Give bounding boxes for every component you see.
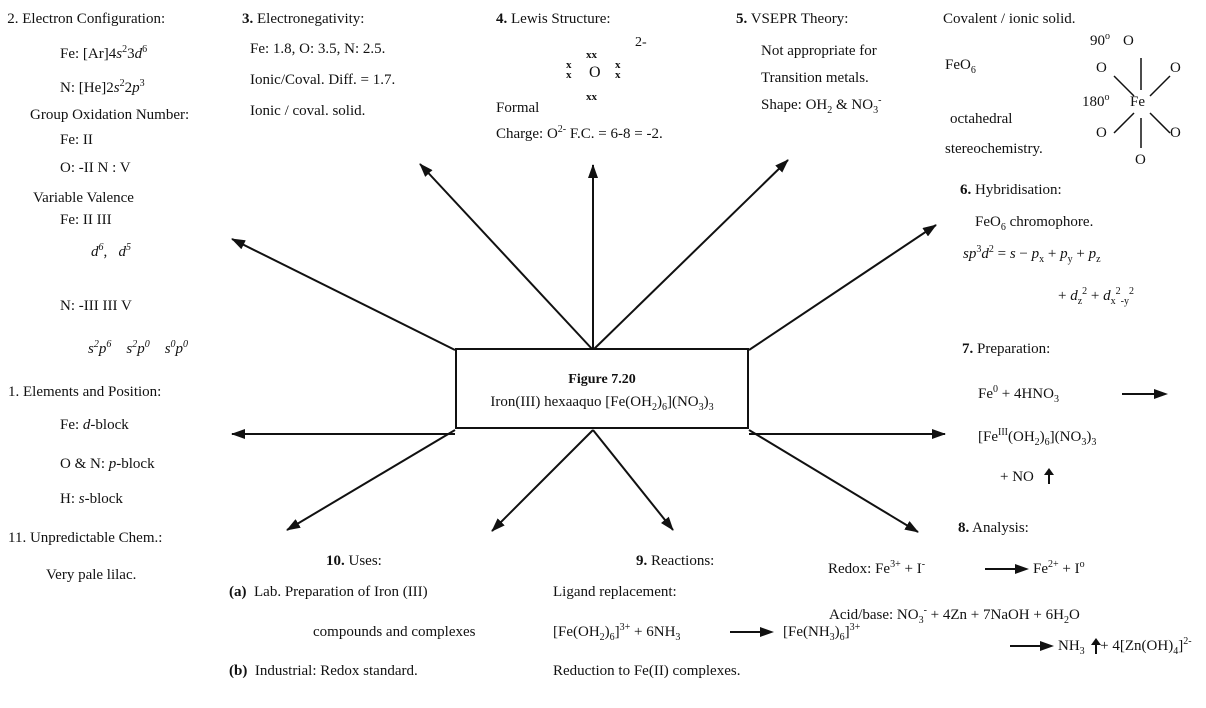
s7-arrow bbox=[1122, 389, 1168, 399]
s10-a: (a) Lab. Preparation of Iron (III) bbox=[229, 584, 428, 600]
s9-arrow bbox=[730, 627, 774, 637]
s2-fe-ox: Fe: II bbox=[60, 132, 93, 148]
arrow-to-6 bbox=[748, 224, 937, 351]
s4-formal-charge: Charge: O2- F.C. = 6-8 = -2. bbox=[496, 124, 663, 143]
octahedral-structure bbox=[1113, 58, 1171, 148]
s4-heading: 4. Lewis Structure: bbox=[496, 11, 611, 27]
s8-arrow2 bbox=[1010, 641, 1054, 651]
oct-fe: Fe bbox=[1130, 94, 1145, 110]
arrow-to-9 bbox=[592, 429, 674, 531]
s6-hybrid-eq: sp3d2 = s − px + py + pz bbox=[963, 244, 1101, 265]
s5-heading: 5. VSEPR Theory: bbox=[736, 11, 849, 27]
s9-heading: 9. Reactions: bbox=[636, 553, 715, 569]
oct-o-top: O bbox=[1123, 33, 1134, 49]
s2-fe-config: Fe: [Ar]4s23d6 bbox=[60, 44, 148, 63]
s7-product: [FeIII(OH2)6](NO3)3 bbox=[978, 427, 1097, 448]
s2-d-config: d6, d5 bbox=[91, 242, 131, 261]
arrow-to-10 bbox=[491, 429, 594, 532]
s9-ligand: Ligand replacement: bbox=[553, 584, 677, 600]
s7-reactants: Fe0 + 4HNO3 bbox=[978, 384, 1059, 405]
s1-h: H: s-block bbox=[60, 491, 123, 507]
arrow-to-3 bbox=[419, 163, 594, 351]
s4-oxygen: O bbox=[589, 64, 601, 81]
s2-group-ox: Group Oxidation Number: bbox=[30, 107, 190, 123]
s2-on-ox: O: -II N : V bbox=[60, 160, 131, 176]
solid-octahedral: octahedral bbox=[950, 111, 1013, 127]
s6-hybrid-eq2: + dz2 + dx2-y2 bbox=[1058, 286, 1134, 307]
s4-charge: 2- bbox=[635, 35, 647, 50]
s2-fe-val: Fe: II III bbox=[60, 212, 112, 228]
angle-180: 180o bbox=[1082, 92, 1110, 111]
gas-arrow-icon-2 bbox=[1091, 638, 1101, 654]
s2-heading: 2.2. Electron Configuration: bbox=[7, 11, 166, 27]
s6-heading: 6. Hybridisation: bbox=[960, 182, 1062, 198]
arrow-to-2 bbox=[231, 238, 456, 351]
figure-title: Figure 7.20 bbox=[568, 372, 636, 387]
s8-redox-products: Fe2+ + Io bbox=[1033, 559, 1085, 578]
s8-acid-products: NH3 + 4[Zn(OH)4]2- bbox=[1058, 636, 1192, 657]
s7-heading: 7. Preparation: bbox=[962, 341, 1051, 357]
s2-n-val: N: -III III V bbox=[60, 298, 132, 314]
s9-reaction-right: [Fe(NH3)6]3+ bbox=[783, 622, 861, 643]
s7-no: + NO bbox=[1000, 469, 1034, 485]
s9-reaction-left: [Fe(OH2)6]3+ + 6NH3 bbox=[553, 622, 681, 643]
arrow-to-5 bbox=[592, 159, 789, 351]
s8-arrow bbox=[985, 564, 1029, 574]
s8-heading: 8. Analysis: bbox=[958, 520, 1029, 536]
s10-b: (b) Industrial: Redox standard. bbox=[229, 663, 418, 679]
solid-line1: Covalent / ionic solid. bbox=[943, 11, 1076, 27]
s5-shape: Shape: OH2 & NO3- bbox=[761, 95, 882, 116]
figure-box: Figure 7.20 Iron(III) hexaaquo [Fe(OH2)6… bbox=[455, 348, 749, 429]
s3-line2: Ionic/Coval. Diff. = 1.7. bbox=[250, 72, 396, 88]
s3-line1: Fe: 1.8, O: 3.5, N: 2.5. bbox=[250, 41, 386, 57]
s8-acid: Acid/base: NO3- + 4Zn + 7NaOH + 6H2O bbox=[829, 605, 1080, 626]
s10-a2: compounds and complexes bbox=[313, 624, 476, 640]
s1-fe: Fe: d-block bbox=[60, 417, 129, 433]
s5-line1: Not appropriate for bbox=[761, 43, 877, 59]
figure-subtitle: Iron(III) hexaaquo [Fe(OH2)6](NO3)3 bbox=[490, 394, 714, 413]
s8-redox: Redox: Fe3+ + I- bbox=[828, 559, 926, 578]
oct-o-downright: O bbox=[1170, 125, 1181, 141]
s4-dots-bottom: xx bbox=[586, 91, 597, 103]
s11-heading: 11. Unpredictable Chem.: bbox=[8, 530, 163, 546]
gas-arrow-icon bbox=[1044, 468, 1054, 484]
s2-sp-configs: s2p6 s2p0 s0p0 bbox=[88, 339, 189, 358]
oct-o-bottom: O bbox=[1135, 152, 1146, 168]
s3-line3: Ionic / coval. solid. bbox=[250, 103, 366, 119]
s10-heading: 10. Uses: bbox=[326, 553, 382, 569]
oct-o-downleft: O bbox=[1096, 125, 1107, 141]
arrow-to-8 bbox=[748, 429, 919, 533]
angle-90: 90o bbox=[1090, 31, 1110, 50]
s4-formal: Formal bbox=[496, 100, 540, 116]
s4-dots-top: xx bbox=[586, 49, 597, 61]
s6-chromophore: FeO6 chromophore. bbox=[975, 214, 1094, 233]
solid-feo6: FeO6 bbox=[945, 57, 976, 76]
oct-o-upleft: O bbox=[1096, 60, 1107, 76]
s1-heading: 1. Elements and Position: bbox=[8, 384, 162, 400]
s5-line2: Transition metals. bbox=[761, 70, 869, 86]
s2-variable: Variable Valence bbox=[33, 190, 134, 206]
s2-n-config: N: [He]2s22p3 bbox=[60, 78, 145, 97]
solid-stereo: stereochemistry. bbox=[945, 141, 1043, 157]
s3-heading: 3. Electronegativity: bbox=[242, 11, 365, 27]
s1-on: O & N: p-block bbox=[60, 456, 155, 472]
oct-o-upright: O bbox=[1170, 60, 1181, 76]
arrow-to-11 bbox=[286, 429, 456, 531]
s9-reduction: Reduction to Fe(II) complexes. bbox=[553, 663, 741, 679]
s11-text: Very pale lilac. bbox=[46, 567, 137, 583]
